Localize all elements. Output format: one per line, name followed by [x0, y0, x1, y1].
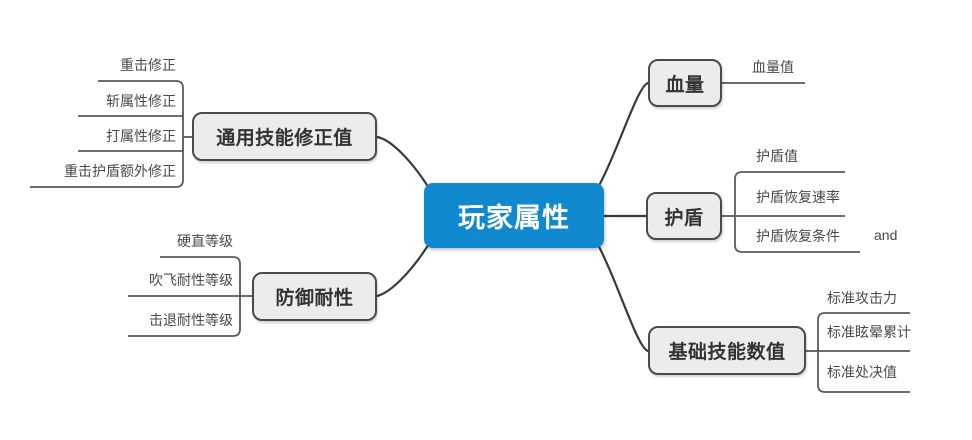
leaf-label: 护盾值: [756, 148, 798, 164]
leaf-shield-recovery-rate[interactable]: 护盾恢复速率: [756, 188, 896, 208]
leaf-blowback-resistance-level[interactable]: 吹飞耐性等级: [100, 271, 233, 291]
root-node-label: 玩家属性: [458, 203, 570, 233]
bracket-shield: [734, 171, 860, 253]
leaf-heavy-attack-modifier[interactable]: 重击修正: [43, 56, 176, 76]
leaf-label: 重击修正: [120, 57, 176, 73]
leaf-label: 吹飞耐性等级: [149, 272, 233, 288]
leaf-label: 护盾恢复速率: [756, 189, 840, 205]
leaf-standard-stun-accumulation[interactable]: 标准眩晕累计: [827, 323, 957, 343]
leaf-standard-execution-value[interactable]: 标准处决值: [827, 363, 957, 383]
wire-root-to-health: [593, 81, 650, 195]
leaf-label: 标准处决值: [827, 364, 897, 380]
leaf-standard-attack-power[interactable]: 标准攻击力: [827, 289, 957, 309]
wire-root-to-basic-skill-values: [593, 237, 650, 353]
wire-root-to-general-skill-modifiers: [375, 135, 434, 195]
annotation-label: and: [874, 227, 898, 243]
leaf-knockback-resistance-level[interactable]: 击退耐性等级: [100, 311, 233, 331]
wire-root-to-defense-resistance: [375, 237, 434, 298]
branch-node-label: 血量: [665, 74, 705, 96]
branch-node-label: 防御耐性: [275, 288, 354, 309]
branch-node-shield[interactable]: 护盾: [646, 192, 722, 240]
leaf-stagger-level[interactable]: 硬直等级: [100, 232, 233, 252]
leaf-slash-attribute-modifier[interactable]: 斩属性修正: [43, 92, 176, 112]
leaf-shield-recovery-condition[interactable]: 护盾恢复条件: [756, 227, 896, 247]
bracket-general-skill-modifiers: [30, 80, 184, 188]
branch-node-defense-resistance[interactable]: 防御耐性: [252, 272, 377, 321]
branch-node-label: 基础技能数值: [668, 342, 786, 363]
leaf-label: 护盾恢复条件: [756, 228, 840, 244]
bracket-basic-skill-values: [817, 312, 910, 393]
branch-node-general-skill-modifiers[interactable]: 通用技能修正值: [192, 112, 377, 161]
leaf-label: 击退耐性等级: [149, 312, 233, 328]
leaf-label: 打属性修正: [106, 128, 176, 144]
branch-node-basic-skill-values[interactable]: 基础技能数值: [648, 326, 806, 375]
branch-node-label: 通用技能修正值: [216, 128, 353, 149]
leaf-heavy-attack-shield-extra-modifier[interactable]: 重击护盾额外修正: [20, 162, 176, 182]
leaf-label: 斩属性修正: [106, 93, 176, 109]
leaf-health-value[interactable]: 血量值: [752, 58, 872, 78]
leaf-label: 标准眩晕累计: [827, 324, 911, 340]
root-node-player-attributes[interactable]: 玩家属性: [424, 183, 604, 248]
leaf-label: 硬直等级: [177, 233, 233, 249]
leaf-label: 重击护盾额外修正: [64, 163, 176, 179]
leaf-label: 血量值: [752, 59, 794, 75]
leaf-label: 标准攻击力: [827, 290, 897, 306]
leaf-blunt-attribute-modifier[interactable]: 打属性修正: [43, 127, 176, 147]
branch-node-health[interactable]: 血量: [648, 59, 722, 107]
branch-node-label: 护盾: [664, 207, 704, 229]
annotation-and: and: [874, 227, 897, 243]
leaf-shield-value[interactable]: 护盾值: [756, 147, 896, 167]
